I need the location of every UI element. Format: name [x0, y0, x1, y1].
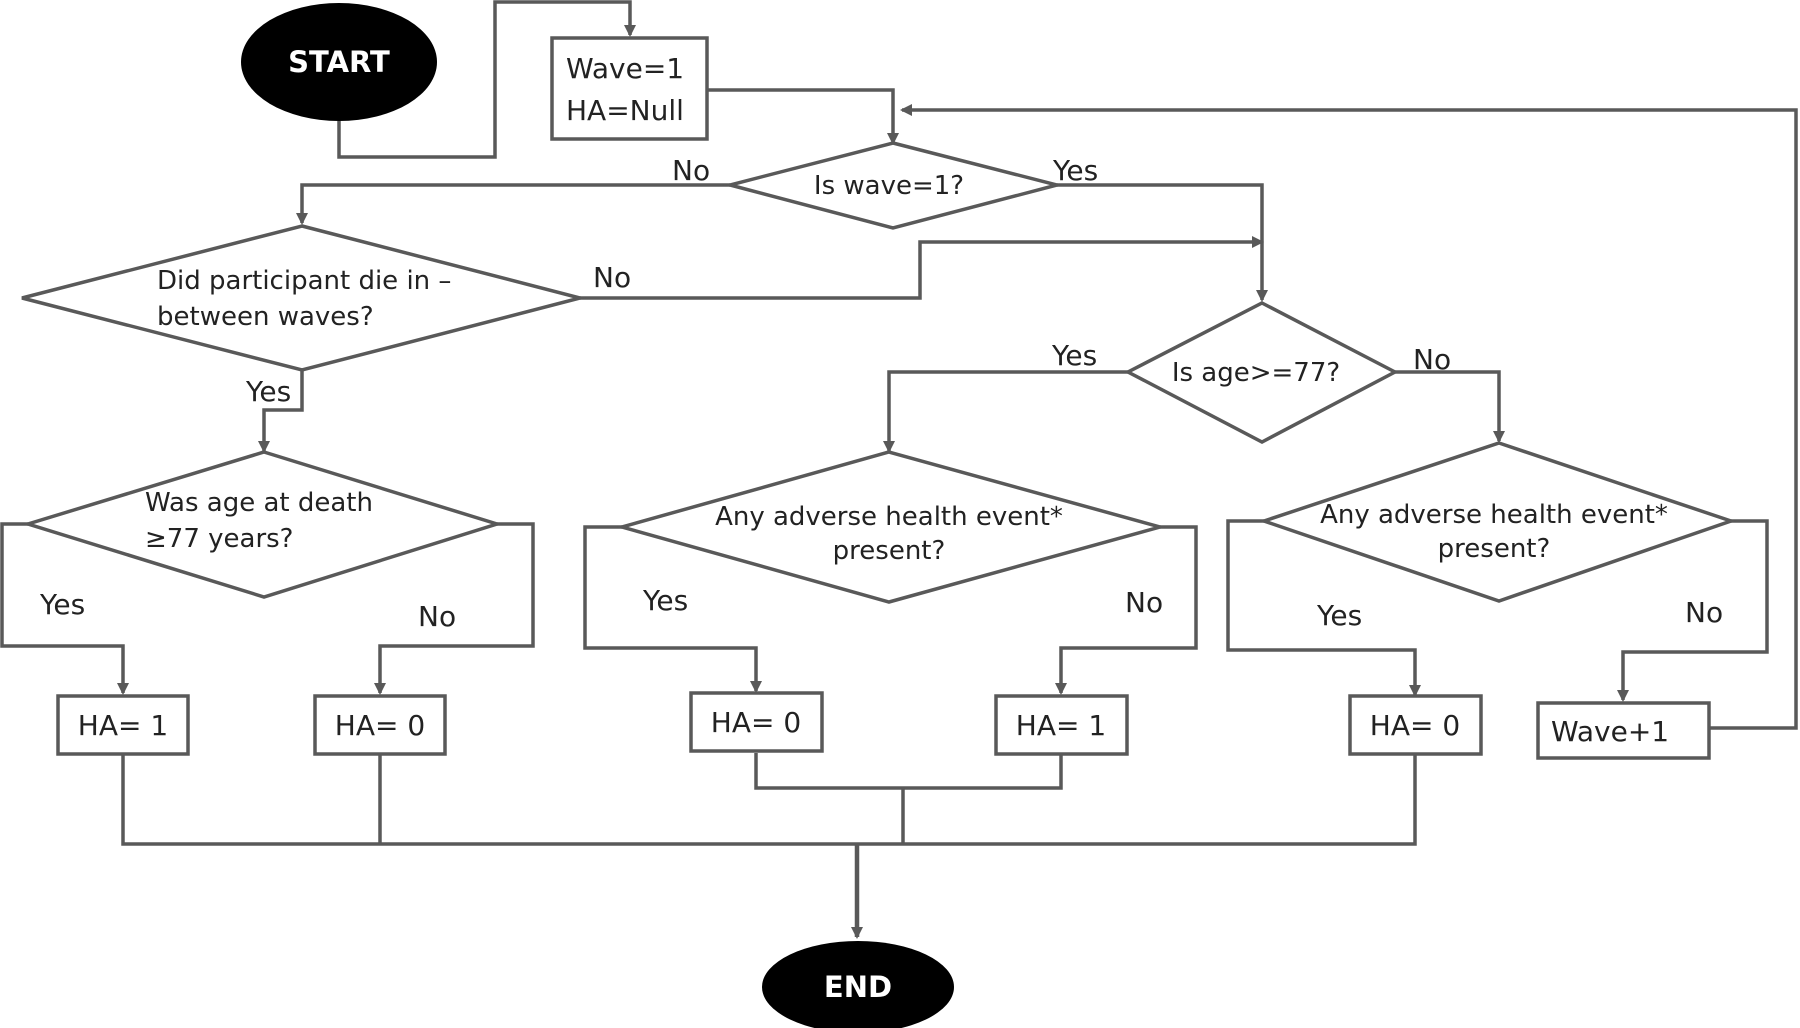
die-line1: Did participant die in –: [157, 266, 451, 296]
start-label: START: [288, 45, 390, 79]
init-box: Wave=1 HA=Null: [550, 36, 709, 141]
end-shape: [762, 941, 954, 1028]
ha-e-shape: [1348, 694, 1483, 756]
start-terminal: START: [241, 3, 437, 121]
is-wave1-label: Is wave=1?: [814, 171, 964, 201]
label-age77-no: No: [1413, 343, 1451, 376]
end-label: END: [824, 970, 892, 1004]
age77-shape: [1124, 301, 1399, 444]
edge-die-yes: [258, 370, 304, 453]
adverse-right-shape: [1258, 441, 1737, 603]
start-shape: [241, 3, 437, 121]
label-adv-left-yes: Yes: [642, 584, 688, 617]
decision-is-wave1: Is wave=1?: [723, 141, 1064, 230]
ha-b-shape: [313, 694, 447, 756]
label-die-no: No: [593, 261, 631, 294]
edge-start-to-init: [337, 0, 636, 159]
label-adv-left-no: No: [1125, 586, 1163, 619]
label-wave1-yes: Yes: [1052, 154, 1098, 187]
ha-e-label: HA= 0: [1370, 709, 1460, 742]
age-death-line2: ≥77 years?: [145, 524, 293, 554]
init-line1: Wave=1: [566, 52, 684, 85]
ha-box-c: HA= 0: [689, 691, 824, 753]
ha-box-d: HA= 1: [994, 694, 1129, 756]
edge-wave1-no: [296, 183, 730, 225]
decision-age-at-death: Was age at death ≥77 years?: [22, 450, 503, 599]
ha-c-label: HA= 0: [711, 706, 801, 739]
end-terminal: END: [762, 941, 954, 1028]
wave-increment-box: Wave+1: [1536, 701, 1711, 760]
edge-wave1-yes: [1057, 183, 1268, 302]
edge-death-yes: [0, 522, 129, 695]
ha-box-b: HA= 0: [313, 694, 447, 756]
wave-inc-shape: [1536, 701, 1711, 760]
edge-ha-e-merge: [857, 755, 1417, 846]
label-death-yes: Yes: [39, 588, 85, 621]
ha-d-shape: [994, 694, 1129, 756]
decision-participant-died: Did participant die in – between waves?: [21, 224, 587, 372]
adverse-right-line1: Any adverse health event*: [1320, 500, 1668, 530]
decision-age77: Is age>=77?: [1124, 301, 1399, 444]
adverse-left-line1: Any adverse health event*: [715, 502, 1063, 532]
label-die-yes: Yes: [245, 375, 291, 408]
edge-advright-no: [1617, 519, 1769, 702]
ha-b-label: HA= 0: [335, 709, 425, 742]
edge-advleft-no: [1055, 525, 1198, 695]
decision-adverse-event-right: Any adverse health event* present?: [1258, 441, 1737, 603]
ha-box-e: HA= 0: [1348, 694, 1483, 756]
ha-a-label: HA= 1: [78, 709, 168, 742]
connectors: [0, 0, 1798, 939]
label-age77-yes: Yes: [1051, 339, 1097, 372]
wave-inc-label: Wave+1: [1551, 715, 1669, 748]
ha-d-label: HA= 1: [1016, 709, 1106, 742]
edge-age77-no: [1395, 370, 1505, 443]
ha-box-a: HA= 1: [56, 694, 190, 756]
edge-ha-a-merge: [121, 755, 857, 846]
edge-age77-yes: [883, 370, 1128, 453]
edge-advleft-yes: [583, 525, 762, 693]
age-death-line1: Was age at death: [145, 488, 373, 518]
label-wave1-no: No: [672, 154, 710, 187]
edge-die-no: [580, 236, 1264, 300]
label-death-no: No: [418, 600, 456, 633]
age77-label: Is age>=77?: [1172, 358, 1340, 388]
edge-death-no: [374, 522, 535, 695]
ha-c-shape: [689, 691, 824, 753]
adverse-left-shape: [615, 450, 1167, 604]
adverse-right-line2: present?: [1438, 534, 1551, 564]
edge-init-to-wave1: [708, 88, 899, 145]
label-adv-right-no: No: [1685, 596, 1723, 629]
init-shape: [550, 36, 709, 141]
die-shape: [21, 224, 587, 372]
is-wave1-shape: [723, 141, 1064, 230]
adverse-left-line2: present?: [833, 536, 946, 566]
die-line2: between waves?: [157, 302, 374, 332]
edge-advright-yes: [1226, 519, 1421, 697]
ha-a-shape: [56, 694, 190, 756]
edge-labels: No Yes No Yes Yes No Yes No Yes No Yes N…: [39, 154, 1723, 633]
label-adv-right-yes: Yes: [1316, 599, 1362, 632]
init-line2: HA=Null: [566, 94, 684, 127]
age-death-shape: [22, 450, 503, 599]
edge-ha-c-d-merge: [754, 753, 1063, 790]
edge-loop-back: [900, 104, 1798, 730]
decision-adverse-event-left: Any adverse health event* present?: [615, 450, 1167, 604]
